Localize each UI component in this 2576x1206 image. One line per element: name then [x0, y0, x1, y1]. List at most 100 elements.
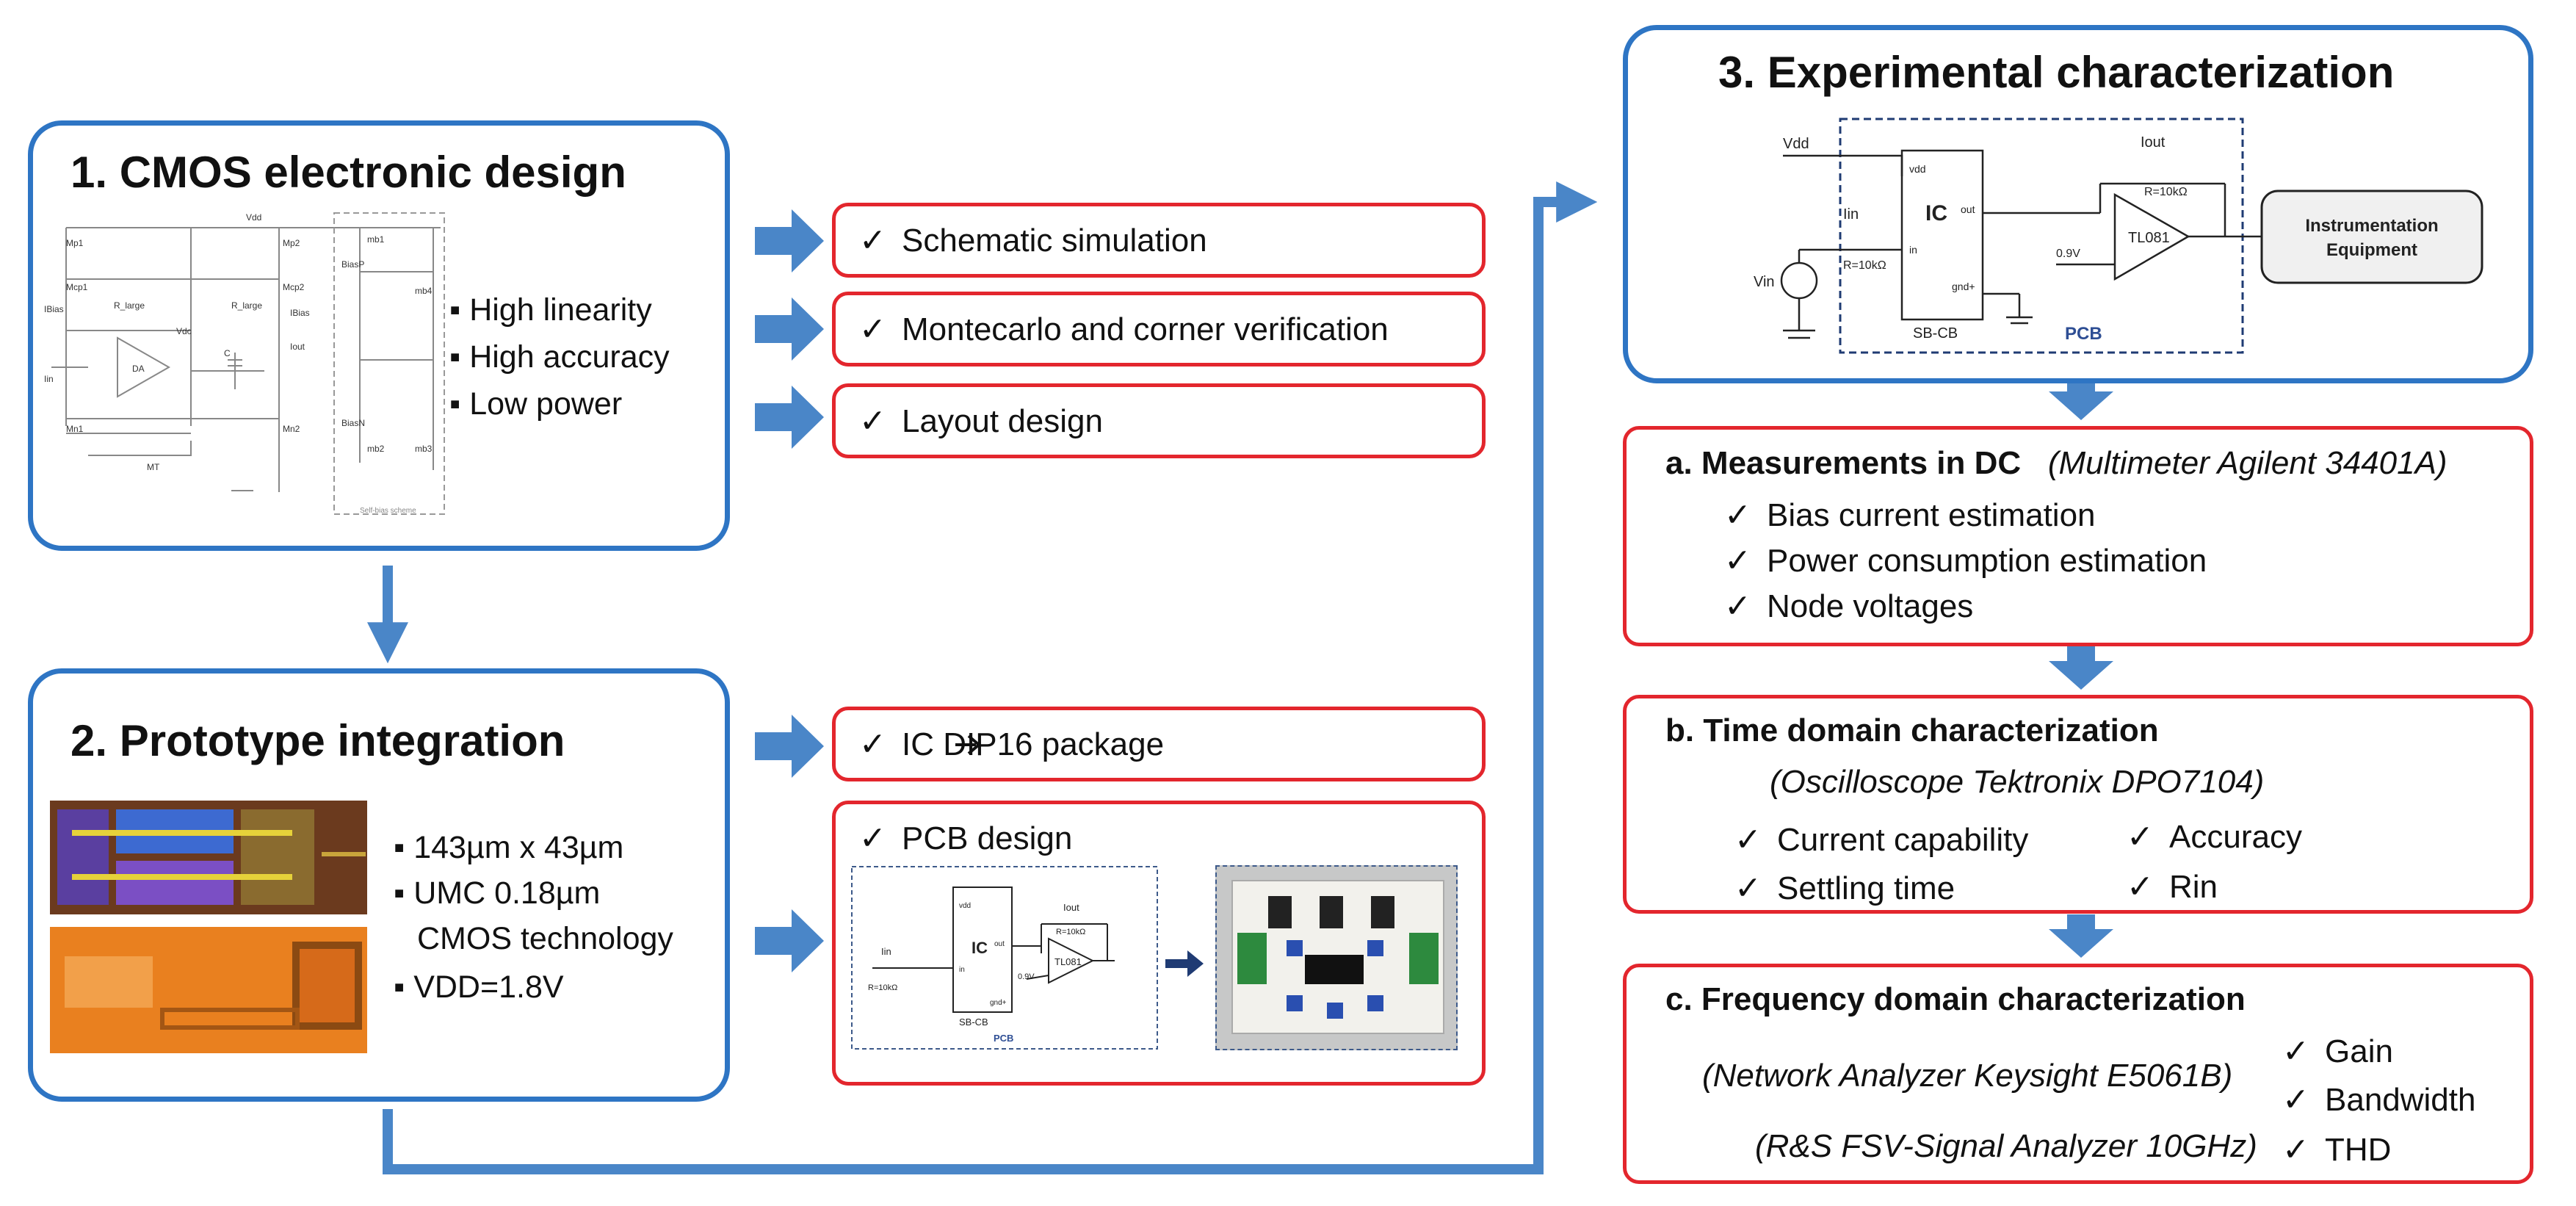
cmos-label-vdd: Vdd — [246, 212, 261, 223]
step-layout — [832, 383, 1486, 458]
freq-item-thd: ✓THD — [2282, 1132, 2392, 1168]
dc-item-nodes: ✓Node voltages — [1724, 588, 1974, 624]
pcb-label-in-pin: in — [959, 966, 965, 974]
char-label-09v: 0.9V — [2056, 248, 2080, 260]
cmos-bullet-linearity: ▪ High linearity — [449, 292, 652, 328]
cmos-label-ibias-left: IBias — [44, 304, 64, 314]
dc-item-power: ✓Power consumption estimation — [1724, 543, 2207, 579]
chip-photo-image — [50, 927, 367, 1053]
cmos-label-mb2: mb2 — [367, 444, 385, 454]
pcb-label-pcb: PCB — [994, 1033, 1013, 1044]
step-schematic-label: ✓Schematic simulation — [859, 223, 1207, 259]
block-arrow-layout — [755, 386, 824, 449]
time-item-rin: ✓Rin — [2127, 869, 2218, 905]
step-montecarlo-label: ✓Montecarlo and corner verification — [859, 311, 1389, 347]
char-label-iout: Iout — [2141, 134, 2166, 151]
pcb-label-sbcb: SB-CB — [959, 1017, 988, 1028]
equipment-label-line2: Equipment — [2326, 240, 2417, 260]
cmos-label-selfbias: Self-bias scheme — [360, 507, 416, 515]
char-label-gnd-pin: gnd+ — [1952, 281, 1975, 292]
char-label-out-pin: out — [1961, 203, 1975, 215]
cmos-label-mn2: Mn2 — [283, 424, 300, 434]
time-item-settling: ✓Settling time — [1734, 870, 1955, 906]
cmos-bullet-power: ▪ Low power — [449, 386, 623, 422]
char-label-pcb: PCB — [2065, 324, 2102, 344]
characterization-schematic: Vdd Vin Iin R=10kΩ IC Iout R=10kΩ 0.9V T… — [1754, 118, 2483, 354]
dc-item-bias: ✓Bias current estimation — [1724, 497, 2096, 533]
cmos-design-box — [28, 120, 730, 551]
block-arrow-down-a — [2049, 377, 2113, 420]
pcb-label-out-pin: out — [994, 940, 1005, 948]
block-arrow-schematic — [755, 209, 824, 272]
cmos-circuit-schematic: Vdd Mp1 Mp2 Mcp1 Mcp2 mb1 mb4 BiasP IBia… — [44, 212, 445, 515]
step-pcb-label: ✓PCB design — [859, 820, 1073, 856]
frequency-domain-box — [1623, 964, 2533, 1184]
cmos-label-mcp1: Mcp1 — [66, 282, 88, 292]
char-label-vdd-pin: vdd — [1909, 163, 1926, 175]
prototype-bullet-size: ▪ 143µm x 43µm — [394, 830, 624, 865]
prototype-bullet-vdd: ▪ VDD=1.8V — [394, 970, 564, 1005]
pcb-label-iin: Iin — [881, 946, 891, 957]
pcb-label-r2: R=10kΩ — [1056, 928, 1085, 936]
cmos-label-biasp: BiasP — [341, 259, 364, 270]
cmos-design-title: 1. CMOS electronic design — [70, 148, 626, 197]
prototype-bullet-tech: CMOS technology — [417, 921, 673, 956]
dark-right-arrow-icon — [1165, 950, 1204, 977]
char-label-r1: R=10kΩ — [1843, 259, 1886, 272]
pcb-photo — [1215, 865, 1458, 1050]
block-arrow-pcb — [755, 909, 824, 972]
cmos-label-c: C — [224, 348, 231, 358]
block-arrow-montecarlo — [755, 297, 824, 361]
block-arrow-down-b — [2049, 646, 2113, 690]
cmos-label-mn1: Mn1 — [66, 424, 84, 434]
cmos-label-mb1: mb1 — [367, 234, 385, 245]
cmos-label-ibias-right: IBias — [290, 308, 310, 318]
arrow-prototype-to-characterization — [383, 181, 1598, 1174]
time-domain-box — [1623, 695, 2533, 914]
char-label-sbcb: SB-CB — [1913, 325, 1958, 342]
cmos-label-mt: MT — [147, 462, 160, 472]
pcb-schematic: Iin R=10kΩ IC Iout R=10kΩ 0.9V TL081 SB-… — [851, 866, 1158, 1050]
pcb-label-iout: Iout — [1063, 902, 1079, 913]
cmos-label-rlarge-right: R_large — [231, 300, 262, 311]
freq-instrument-signal: (R&S FSV-Signal Analyzer 10GHz) — [1755, 1128, 2257, 1164]
cmos-label-vdc: Vdc — [176, 326, 192, 336]
freq-instrument-network: (Network Analyzer Keysight E5061B) — [1702, 1058, 2233, 1094]
dc-title: a. Measurements in DC (Multimeter Agilen… — [1665, 445, 2447, 481]
char-label-vdd: Vdd — [1783, 136, 1809, 152]
char-label-r2: R=10kΩ — [2144, 186, 2188, 198]
cmos-label-iin: Iin — [44, 374, 54, 384]
pcb-label-vdd-pin: vdd — [959, 902, 971, 910]
time-instrument: (Oscilloscope Tektronix DPO7104) — [1770, 764, 2265, 800]
step-schematic-simulation — [832, 203, 1486, 278]
cmos-label-rlarge-left: R_large — [114, 300, 145, 311]
step-package — [832, 707, 1486, 781]
prototype-title: 2. Prototype integration — [70, 716, 565, 765]
equipment-label-line1: Instrumentation — [2305, 216, 2438, 236]
block-arrow-package — [755, 715, 824, 778]
freq-item-bandwidth: ✓Bandwidth — [2282, 1082, 2476, 1118]
dc-measurements-box — [1623, 426, 2533, 646]
cmos-label-mp1: Mp1 — [66, 238, 84, 248]
char-label-iin: Iin — [1843, 206, 1859, 223]
cmos-label-iout: Iout — [290, 342, 305, 352]
step-layout-label: ✓Layout design — [859, 403, 1103, 439]
char-label-in-pin: in — [1909, 244, 1917, 256]
cmos-label-biasn: BiasN — [341, 418, 365, 428]
cmos-label-da: DA — [132, 364, 145, 374]
pcb-label-gnd-pin: gnd+ — [990, 999, 1007, 1007]
time-item-accuracy: ✓Accuracy — [2127, 819, 2302, 855]
step-montecarlo — [832, 292, 1486, 367]
char-label-vin: Vin — [1754, 274, 1775, 290]
chip-layout-image — [50, 801, 367, 914]
cmos-label-mb4: mb4 — [415, 286, 433, 296]
char-label-ic: IC — [1925, 201, 1947, 225]
pcb-label-opamp: TL081 — [1054, 956, 1082, 967]
freq-item-gain: ✓Gain — [2282, 1033, 2393, 1069]
prototype-bullet-umc: ▪ UMC 0.18µm — [394, 875, 601, 911]
pcb-label-r1: R=10kΩ — [868, 983, 897, 992]
pcb-label-09v: 0.9V — [1018, 972, 1035, 981]
cmos-bullet-accuracy: ▪ High accuracy — [449, 339, 670, 375]
time-item-current: ✓Current capability — [1734, 822, 2029, 858]
